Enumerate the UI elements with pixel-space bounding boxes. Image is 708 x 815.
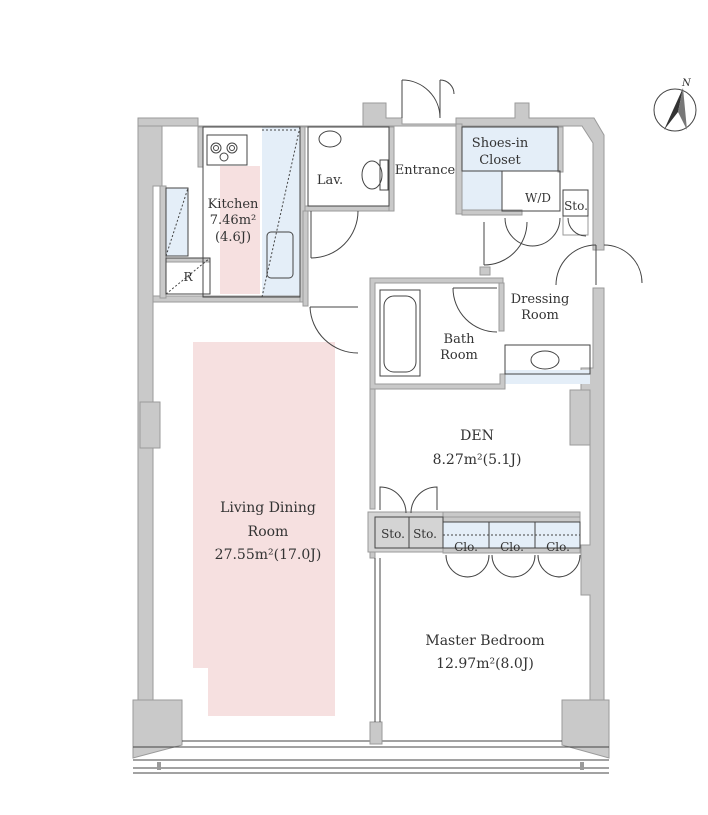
bath-name-2: Room (440, 348, 478, 363)
compass-north-label: N (681, 78, 692, 89)
kitchen-name: Kitchen (208, 197, 259, 212)
lav-name: Lav. (317, 173, 343, 188)
kitchen-area: 7.46m² (210, 213, 256, 228)
living-highlight-lower (208, 668, 335, 716)
bathtub-inner (383, 295, 417, 373)
living-highlight (193, 342, 335, 668)
entrance-name: Entrance (395, 163, 456, 178)
den-name: DEN (460, 428, 494, 444)
closet-label-3: Clo. (546, 540, 570, 554)
compass-needle (664, 88, 683, 130)
storage-north-label: Sto. (564, 199, 588, 213)
shoes-closet-name-1: Shoes-in (472, 136, 529, 151)
dressing-name-2: Room (521, 308, 559, 323)
exterior-walls (132, 102, 610, 759)
living-name-1: Living Dining (220, 500, 316, 516)
lav-basin (318, 130, 342, 148)
kitchen-sink (266, 231, 294, 279)
closet-label-1: Clo. (454, 540, 478, 554)
room-outlines (165, 126, 591, 722)
compass-ring (653, 88, 697, 132)
room-labels: Kitchen 7.46m² (4.6J) R Lav. Entrance Sh… (183, 136, 587, 672)
dressing-basin (530, 350, 560, 370)
den-area: 8.27m²(5.1J) (433, 452, 522, 468)
master-name: Master Bedroom (425, 633, 544, 649)
balcony-marks (157, 762, 584, 770)
balcony-rail (133, 740, 609, 774)
refrigerator-label: R (183, 270, 193, 284)
living-name-2: Room (248, 524, 289, 540)
kitchen-tatami: (4.6J) (215, 230, 251, 245)
dressing-name-1: Dressing (511, 292, 570, 307)
washer-label: W/D (525, 191, 551, 205)
compass: N (653, 78, 697, 132)
fixtures (206, 130, 560, 373)
doors (165, 79, 643, 578)
kitchen-highlight (220, 166, 260, 294)
shoes-closet-name-2: Closet (479, 153, 521, 168)
closet-label-2: Clo. (500, 540, 524, 554)
living-area: 27.55m²(17.0J) (215, 547, 322, 563)
bath-name-1: Bath (444, 332, 476, 347)
storage-a-label: Sto. (381, 527, 405, 541)
shoes-closet-highlight-lower (462, 171, 502, 211)
storage-b-label: Sto. (413, 527, 437, 541)
toilet-tank (379, 159, 389, 191)
master-area: 12.97m²(8.0J) (436, 656, 534, 672)
toilet-bowl (361, 160, 383, 190)
shoes-closet-highlight (462, 127, 558, 171)
dressing-vanity-highlight (505, 370, 590, 384)
cooktop (206, 134, 248, 166)
